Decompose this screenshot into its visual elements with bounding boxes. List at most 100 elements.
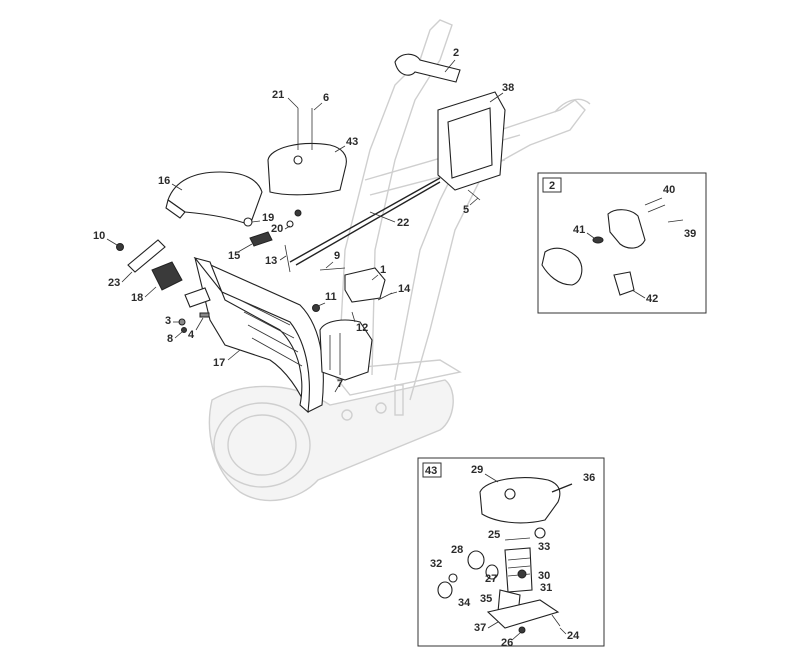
inset-43-tag-box — [422, 462, 442, 478]
center-parts — [312, 267, 393, 393]
control-housing-group — [267, 108, 347, 217]
cable-36 — [551, 483, 573, 493]
callout-4: 4 — [188, 329, 195, 341]
callout-12: 12 — [356, 322, 368, 334]
callout-8: 8 — [167, 333, 173, 345]
callout-6: 6 — [323, 92, 329, 104]
callout-26: 26 — [501, 637, 513, 649]
auger-opening-inner — [227, 414, 297, 476]
callout-13: 13 — [265, 255, 277, 267]
cable-22b — [295, 181, 441, 266]
callout-43: 43 — [346, 136, 358, 148]
main-callouts: 2 38 21 6 43 16 19 20 22 5 10 15 13 9 1 … — [93, 47, 514, 390]
callout-40: 40 — [663, 184, 675, 196]
callout-24: 24 — [567, 630, 580, 642]
handle-grip-right — [554, 98, 591, 113]
callout-37: 37 — [474, 622, 486, 634]
switch-body — [504, 547, 533, 593]
callout-23: 23 — [108, 277, 120, 289]
callout-27: 27 — [485, 573, 497, 585]
auger-opening — [213, 402, 311, 488]
callout-1: 1 — [380, 264, 386, 276]
callout-14: 14 — [398, 283, 411, 295]
pin-25 — [504, 537, 531, 541]
callout-34: 34 — [458, 597, 471, 609]
chute-front-face — [193, 257, 310, 414]
callout-30: 30 — [538, 570, 550, 582]
housing-hole-1 — [341, 409, 353, 421]
auger-housing — [208, 379, 454, 502]
inset-2-tag-box — [542, 177, 562, 193]
callout-17: 17 — [213, 357, 225, 369]
cable-22 — [289, 177, 441, 263]
callout-20: 20 — [271, 223, 283, 235]
nut-33 — [534, 527, 546, 539]
control-unit-face — [447, 107, 493, 179]
nut-20 — [286, 220, 294, 228]
bushing-28 — [467, 550, 485, 570]
housing-29-hole — [504, 488, 516, 500]
pin-39 — [667, 219, 684, 223]
handle-lever-2 — [394, 53, 461, 83]
handle-right — [394, 99, 586, 401]
bolt-4 — [199, 312, 210, 318]
callout-31: 31 — [540, 582, 552, 594]
nut-housing — [294, 209, 302, 217]
nut-10 — [116, 243, 124, 251]
bolt-9 — [319, 267, 346, 271]
inset-43-tag: 43 — [425, 465, 437, 477]
nut-11 — [312, 304, 320, 312]
knob-15 — [249, 231, 273, 247]
callout-16: 16 — [158, 175, 170, 187]
callout-38: 38 — [502, 82, 514, 94]
callout-18: 18 — [131, 292, 143, 304]
callout-28: 28 — [451, 544, 463, 556]
gearbox-12 — [319, 319, 373, 381]
inset-2: 2 40 39 41 42 — [537, 172, 707, 314]
callout-36: 36 — [583, 472, 595, 484]
rear-control-unit — [394, 53, 506, 201]
callout-21: 21 — [272, 89, 284, 101]
callout-32: 32 — [430, 558, 442, 570]
housing-hole-2 — [375, 402, 387, 414]
knob-34 — [437, 581, 453, 599]
spring-41 — [592, 236, 604, 244]
callout-33: 33 — [538, 541, 550, 553]
plate-37 — [486, 599, 560, 629]
grip-housing — [607, 209, 646, 249]
callout-10: 10 — [93, 230, 105, 242]
callout-7: 7 — [337, 378, 343, 390]
callout-2: 2 — [453, 47, 459, 59]
callout-15: 15 — [228, 250, 240, 262]
tilt-lever — [127, 239, 166, 273]
chute-deflector — [167, 171, 263, 226]
grip-clip-42 — [613, 271, 635, 296]
callout-42: 42 — [646, 293, 658, 305]
callout-11: 11 — [325, 291, 337, 303]
housing-hole — [293, 155, 303, 165]
deflector-lip — [165, 199, 186, 219]
frame-bracket — [394, 384, 404, 416]
chute-ribs — [239, 299, 303, 367]
callout-29: 29 — [471, 464, 483, 476]
nut-8 — [181, 327, 187, 333]
callout-5: 5 — [463, 204, 469, 216]
callout-35: 35 — [480, 593, 492, 605]
callout-39: 39 — [684, 228, 696, 240]
callout-3: 3 — [165, 315, 171, 327]
washer-19 — [243, 217, 253, 227]
handle-left — [337, 19, 453, 383]
inset-2-tag: 2 — [549, 180, 555, 192]
pin-7 — [334, 379, 343, 393]
frame-lower — [328, 359, 462, 396]
callout-41: 41 — [573, 224, 585, 236]
washer-32 — [448, 573, 458, 583]
pin-40a — [644, 197, 663, 206]
screw-14 — [377, 292, 393, 301]
inset-43: 43 29 36 25 33 28 32 30 27 31 35 34 — [417, 457, 605, 649]
bushing-27 — [485, 564, 499, 580]
screw-24 — [551, 614, 561, 627]
callout-9: 9 — [334, 250, 340, 262]
